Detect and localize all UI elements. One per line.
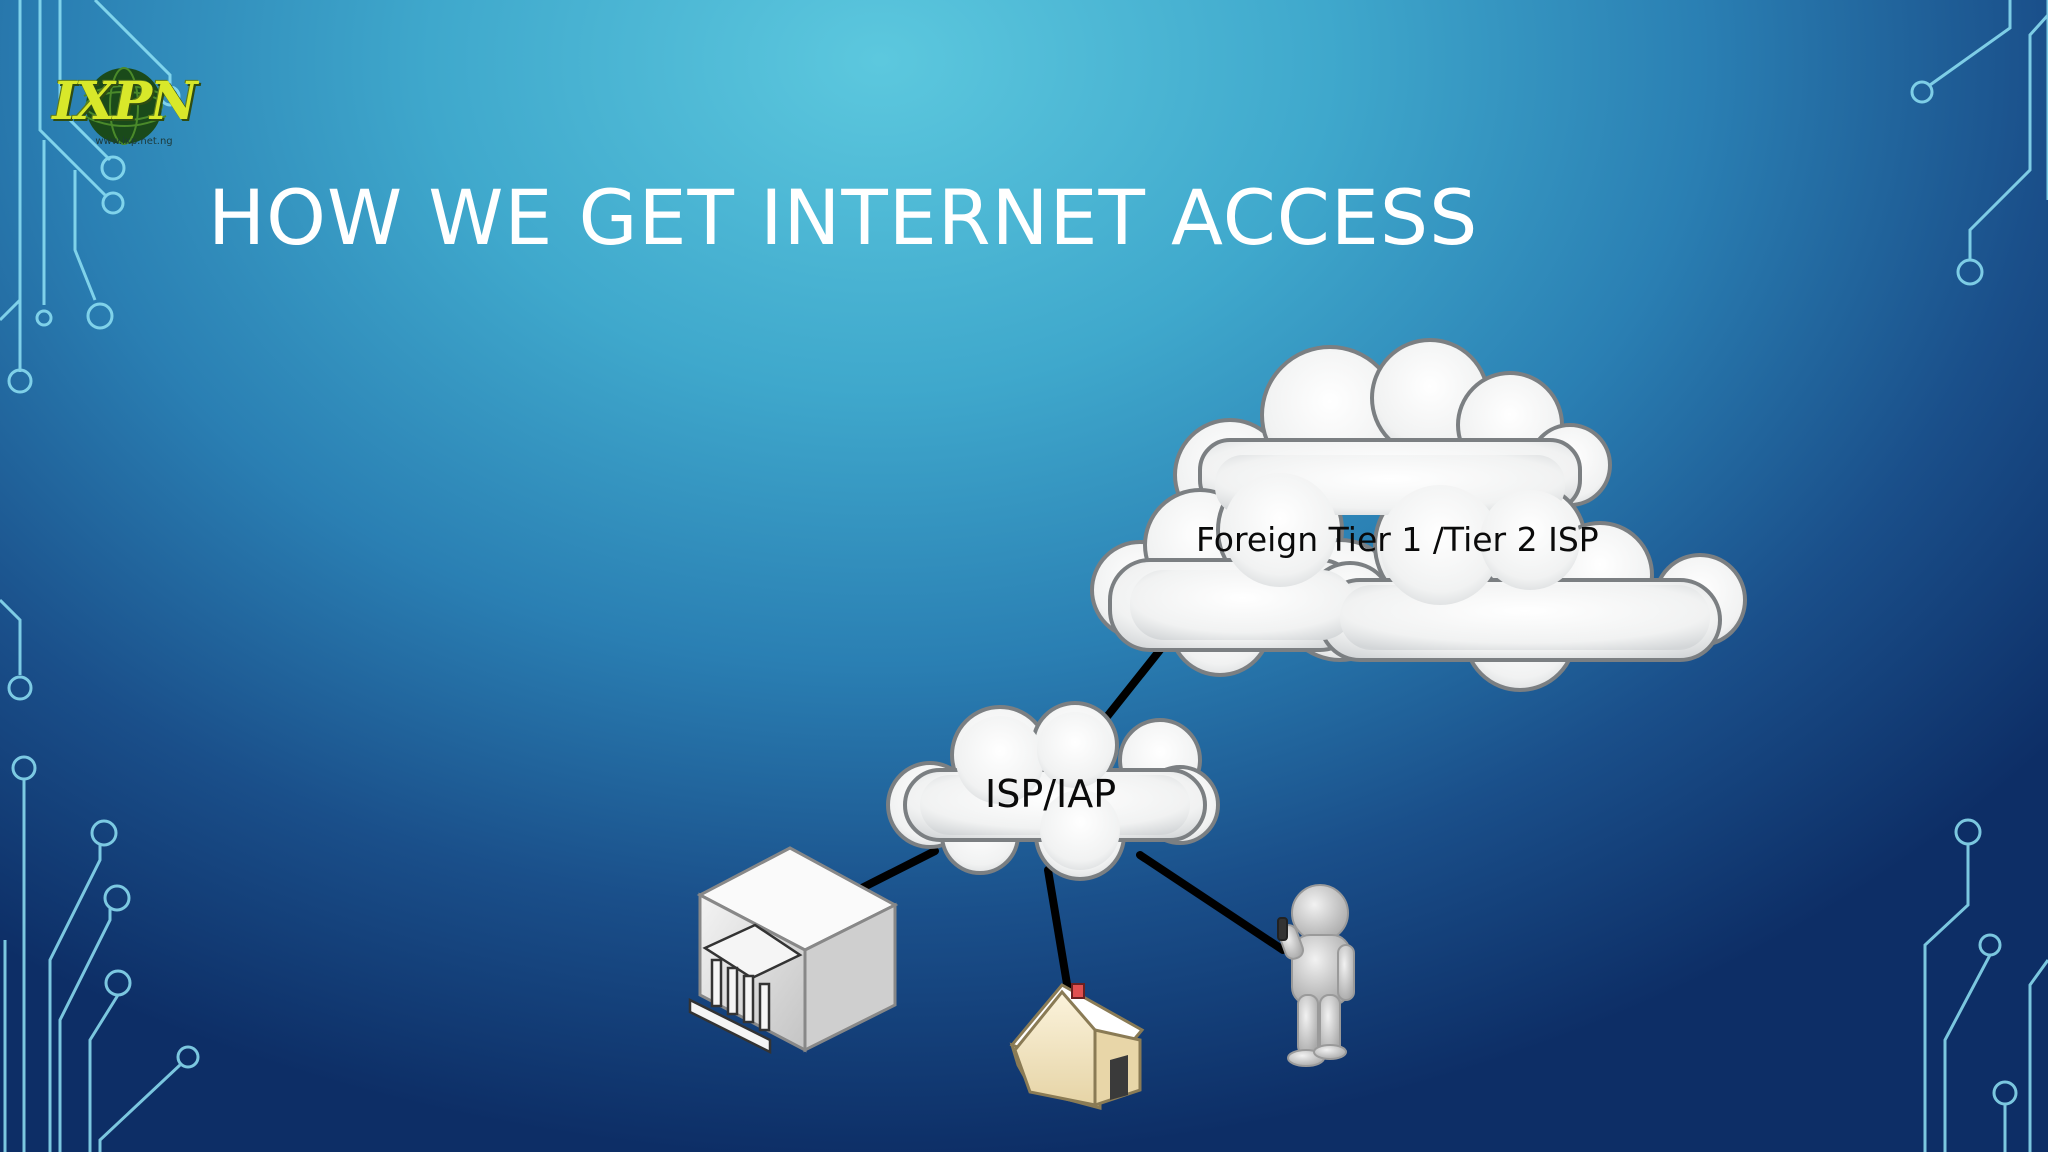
- link-isp-home: [1044, 866, 1072, 994]
- link-isp-bank: [854, 847, 939, 894]
- logo-wordmark: IXPN: [52, 71, 197, 132]
- link-isp-mobile: [1136, 851, 1287, 954]
- foreign-isp-label: Foreign Tier 1 /Tier 2 ISP: [1196, 520, 1599, 559]
- bank-building-icon: [688, 846, 899, 1055]
- network-links: [854, 646, 1287, 994]
- person-phone-icon: [1277, 884, 1355, 1067]
- cloud-icon: [1090, 338, 1747, 692]
- ixpn-logo: IXPN www.ixp.net.ng: [44, 56, 204, 156]
- logo-url: www.ixp.net.ng: [95, 136, 173, 147]
- slide-title: HOW WE GET INTERNET ACCESS: [208, 173, 1479, 262]
- house-icon: [1009, 983, 1145, 1110]
- cloud-icon: [886, 701, 1220, 881]
- isp-iap-label: ISP/IAP: [985, 772, 1117, 816]
- link-foreign-isp: [1094, 646, 1164, 732]
